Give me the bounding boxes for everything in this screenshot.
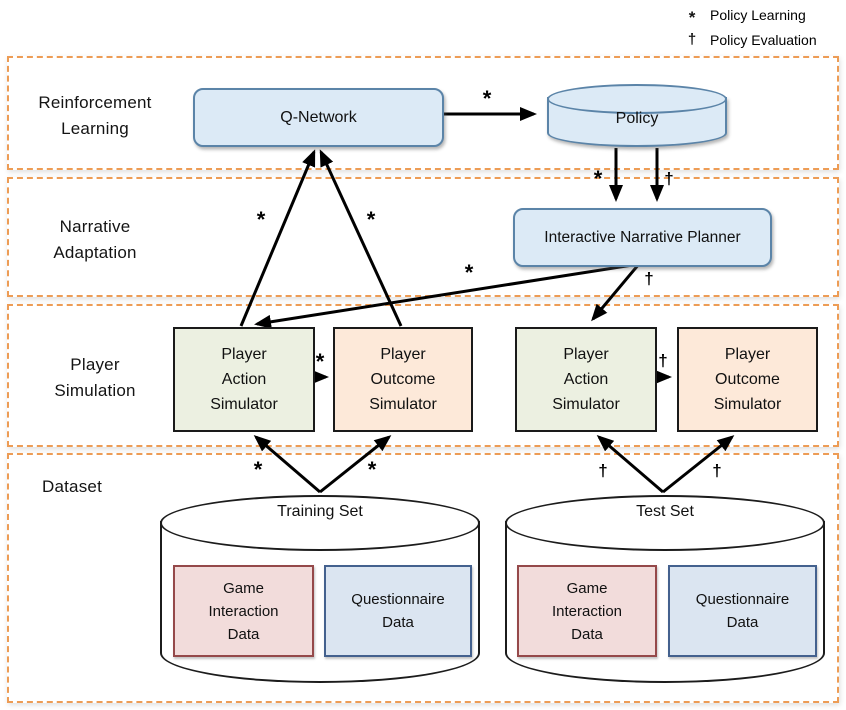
edge-symbol-planner-pas-test: †: [644, 269, 654, 288]
policy-evaluation-symbol: †: [687, 31, 697, 48]
training-cylinder-top: [160, 495, 480, 551]
policy-cylinder-top: [547, 84, 727, 114]
legend-row-policy-evaluation: † Policy Evaluation: [684, 27, 817, 52]
node-game-interaction-data-test: Game Interaction Data: [517, 565, 657, 657]
node-player-outcome-simulator-test: Player Outcome Simulator: [677, 327, 818, 432]
edge-symbol-pas-pos-test: †: [658, 351, 668, 370]
game-test-label: Game Interaction Data: [551, 579, 623, 643]
edge-symbol-training-pos: *: [367, 457, 377, 482]
node-policy-cylinder: Policy: [547, 84, 727, 147]
layer-label-dataset: Dataset: [42, 477, 102, 496]
node-test-set-cylinder: Test Set Game Interaction Data Questionn…: [505, 495, 825, 683]
edge-symbol-test-pas: †: [598, 461, 608, 480]
node-q-network: Q-Network: [193, 88, 444, 147]
training-set-label: Training Set: [277, 503, 363, 520]
policy-label: Policy: [615, 110, 659, 127]
layer-label-narrative-adaptation: Narrative Adaptation: [53, 217, 137, 262]
policy-learning-symbol: *: [688, 7, 696, 27]
node-player-action-simulator-test: Player Action Simulator: [515, 327, 657, 432]
test-set-label: Test Set: [636, 503, 694, 520]
edge-symbol-training-pas: *: [253, 457, 263, 482]
node-questionnaire-data-test: Questionnaire Data: [668, 565, 817, 657]
edge-symbol-pas-pos-train: *: [315, 349, 325, 374]
quest-test-label: Questionnaire Data: [695, 591, 790, 631]
edge-symbol-planner-pas-train: *: [464, 260, 474, 285]
node-game-interaction-data-train: Game Interaction Data: [173, 565, 314, 657]
legend-row-policy-learning: * Policy Learning: [684, 2, 817, 27]
layer-label-reinforcement-learning: Reinforcement Learning: [38, 93, 152, 138]
pas-test-label: Player Action Simulator: [552, 346, 620, 413]
node-interactive-narrative-planner: Interactive Narrative Planner: [513, 208, 772, 267]
node-player-action-simulator-train: Player Action Simulator: [173, 327, 315, 432]
quest-train-label: Questionnaire Data: [351, 591, 445, 631]
layer-label-player-simulation: Player Simulation: [54, 355, 136, 400]
edge-symbol-test-pos: †: [712, 461, 722, 480]
edge-symbol-policy-planner-learn: *: [593, 166, 603, 191]
test-cylinder-top: [505, 495, 825, 551]
edge-symbol-pas-train-qnetwork: *: [256, 207, 266, 232]
edge-symbol-qnetwork-policy: *: [482, 86, 492, 111]
pos-train-label: Player Outcome Simulator: [369, 346, 437, 413]
edge-symbol-pos-train-qnetwork: *: [366, 207, 376, 232]
node-player-outcome-simulator-train: Player Outcome Simulator: [333, 327, 473, 432]
edge-symbol-policy-planner-eval: †: [664, 169, 674, 188]
q-network-label: Q-Network: [280, 108, 357, 126]
node-training-set-cylinder: Training Set Game Interaction Data Quest…: [160, 495, 480, 683]
pos-test-label: Player Outcome Simulator: [713, 346, 782, 413]
pas-train-label: Player Action Simulator: [210, 346, 278, 413]
policy-learning-label: Policy Learning: [710, 6, 806, 23]
planner-label: Interactive Narrative Planner: [544, 228, 741, 246]
legend: * Policy Learning † Policy Evaluation: [684, 2, 817, 52]
node-questionnaire-data-train: Questionnaire Data: [324, 565, 472, 657]
game-train-label: Game Interaction Data: [208, 579, 279, 643]
policy-evaluation-label: Policy Evaluation: [710, 31, 817, 48]
